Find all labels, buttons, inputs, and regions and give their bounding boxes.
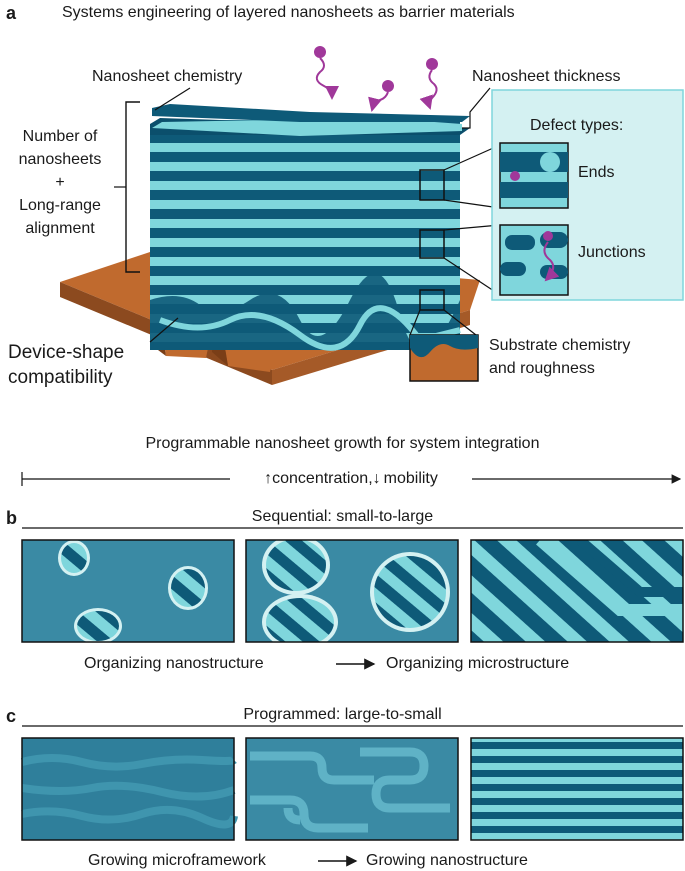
defect-marker-junctions: [419, 229, 445, 259]
panel-c-caption-left: Growing microframework: [88, 852, 266, 869]
panel-b-caption-right: Organizing microstructure: [386, 655, 570, 672]
label-substrate-line-2: and roughness: [489, 360, 595, 377]
label-substrate-line-1: Substrate chemistry: [489, 337, 631, 354]
defect-ends-inset: [499, 142, 569, 209]
panel-c-image-3: [471, 738, 683, 840]
defect-marker-ends: [419, 169, 445, 201]
top-nanosheets: [152, 104, 470, 136]
panel-b-image-3: [471, 540, 683, 642]
panel-b-letter: b: [6, 508, 17, 528]
growth-axis-prefix: concentration,: [272, 470, 373, 487]
panel-b-image-2: [246, 540, 458, 642]
panel-b-caption-left: Organizing nanostructure: [84, 655, 264, 672]
panel-c-caption-right: Growing nanostructure: [366, 852, 528, 869]
label-device-line-1: Device-shape: [8, 342, 125, 363]
label-defect-types: Defect types:: [530, 117, 624, 134]
panel-c-image-2: [246, 738, 458, 840]
arrow-up-icon: ↑: [264, 470, 273, 487]
label-number-line-3: +: [55, 174, 65, 191]
growth-title: Programmable nanosheet growth for system…: [145, 435, 540, 452]
defect-marker-substrate: [419, 289, 445, 311]
label-number-line-1: Number of: [22, 128, 98, 145]
panel-b-image-1: [22, 540, 234, 642]
growth-axis-suffix: mobility: [383, 470, 438, 487]
molecules: [314, 46, 438, 112]
panel-b-title: Sequential: small-to-large: [251, 508, 434, 525]
label-device-line-2: compatibility: [8, 367, 113, 388]
label-defect-ends: Ends: [578, 164, 615, 181]
substrate-inset: [409, 334, 479, 382]
arrow-down-icon: ↓: [372, 470, 381, 487]
label-nanosheet-chemistry: Nanosheet chemistry: [92, 68, 243, 85]
panel-c-title: Programmed: large-to-small: [243, 706, 442, 723]
label-number-line-2: nanosheets: [18, 151, 102, 168]
nanosheet-stack: [150, 118, 470, 351]
growth-axis-label: ↑concentration,↓mobility: [230, 470, 472, 488]
panel-a-title: Systems engineering of layered nanosheet…: [62, 4, 515, 21]
label-defect-junctions: Junctions: [578, 244, 646, 261]
panel-a-letter: a: [6, 3, 17, 23]
label-nanosheet-thickness: Nanosheet thickness: [472, 68, 621, 85]
label-number-line-5: alignment: [25, 220, 95, 237]
defect-junctions-inset: [499, 224, 569, 296]
panel-c-letter: c: [6, 706, 17, 726]
panel-c-image-1: [20, 738, 238, 840]
label-number-line-4: Long-range: [19, 197, 101, 214]
